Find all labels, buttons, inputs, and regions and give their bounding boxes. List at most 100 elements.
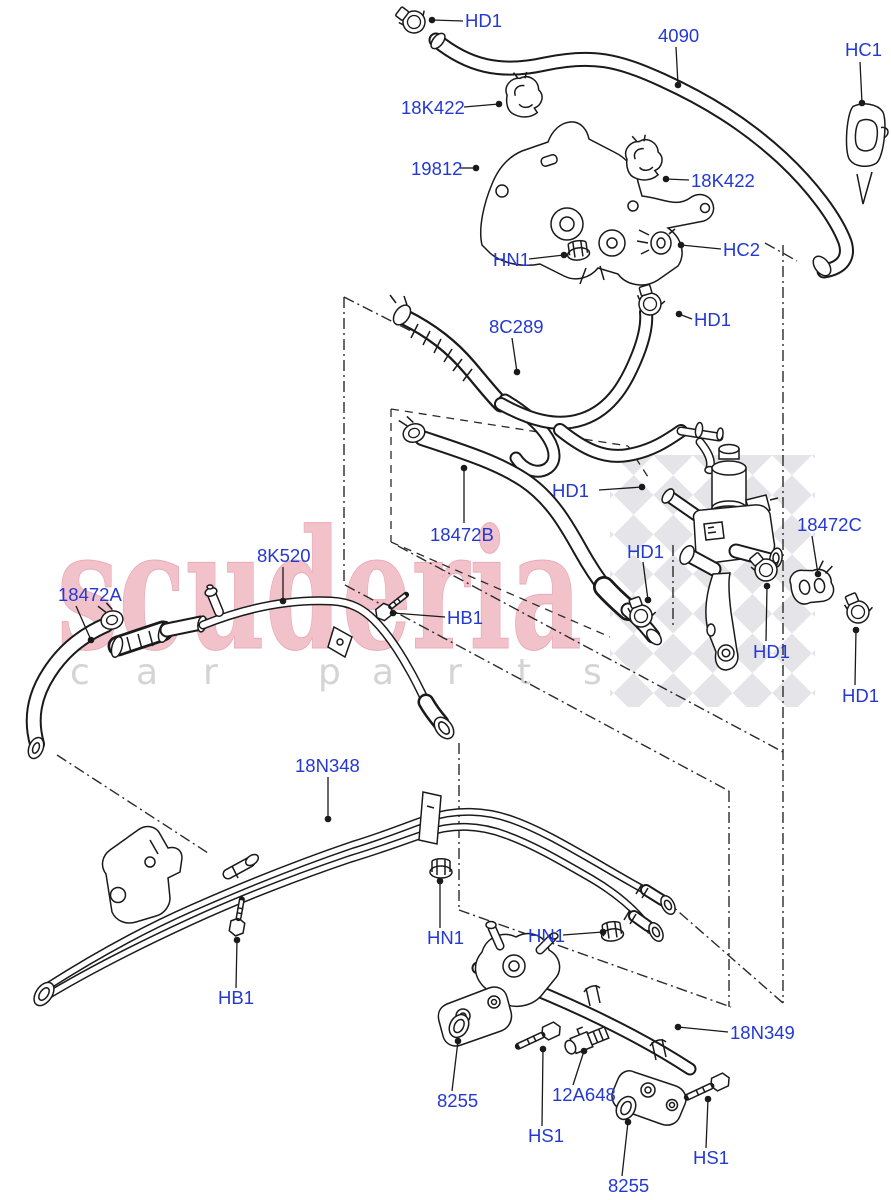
part-label: HC2 <box>723 239 760 260</box>
leader-dot <box>814 570 822 578</box>
leader-dot <box>638 483 646 491</box>
part-label: HD1 <box>842 685 879 706</box>
part-label: 18K422 <box>691 170 755 191</box>
leader-line <box>463 103 500 108</box>
pipes-18n348 <box>33 791 676 1007</box>
leader-line <box>75 605 92 641</box>
leader-dot <box>675 310 683 318</box>
leader-dot <box>674 1023 682 1031</box>
leader-dot <box>389 609 397 617</box>
leader-line <box>854 629 857 686</box>
part-label: 8255 <box>437 1090 478 1111</box>
watermark-letter: a <box>372 652 394 693</box>
leader-dot <box>763 582 771 590</box>
leader-dot <box>580 1047 588 1055</box>
part-label: 8255 <box>608 1175 649 1196</box>
clamp-hd1-8c289 <box>633 281 669 319</box>
leader-dot <box>233 936 241 944</box>
leader-dot <box>644 596 652 604</box>
bolt-hs1-left <box>515 1020 563 1052</box>
leader-dot <box>624 1118 632 1126</box>
pipe-8k520 <box>107 584 455 740</box>
watermark-letter: p <box>318 652 341 693</box>
leader-line <box>705 1098 709 1149</box>
clip-hc2 <box>636 228 676 255</box>
watermark-letter: r <box>447 652 462 693</box>
leader-dot <box>852 626 860 634</box>
leader-line <box>235 939 238 989</box>
part-label: 18472A <box>58 584 122 605</box>
artwork <box>25 0 889 1126</box>
leader-line <box>859 61 863 104</box>
nut-hn1-top <box>565 238 592 263</box>
part-label: 19812 <box>411 158 462 179</box>
leader-dot <box>599 928 607 936</box>
part-label: 18472B <box>430 524 494 545</box>
part-label: HN1 <box>528 925 565 946</box>
leader-dot <box>428 16 436 24</box>
nut-hn1-left <box>429 858 453 879</box>
leader-dot <box>324 815 332 823</box>
leader-dot <box>677 241 685 249</box>
leader-dot <box>279 597 287 605</box>
leader-line <box>451 1040 459 1092</box>
watermark-letter: s <box>583 652 602 693</box>
clamp-hd1-far-right <box>842 590 875 625</box>
leader-line <box>528 254 565 260</box>
leader-dot <box>674 81 682 89</box>
leader-line <box>680 244 722 250</box>
leader-dot <box>436 877 444 885</box>
leader-line <box>811 535 819 575</box>
part-label: HD1 <box>694 309 731 330</box>
clip-18472c <box>789 560 835 605</box>
part-label: HS1 <box>693 1147 729 1168</box>
part-label: 8K520 <box>257 545 311 566</box>
watermark-letter: t <box>517 652 531 693</box>
leader-line <box>765 585 768 642</box>
leader-line <box>675 46 679 86</box>
hose-18472a <box>25 617 114 760</box>
clip-18k422-left <box>500 67 547 122</box>
leader-dot <box>87 636 95 644</box>
leader-dot <box>858 99 866 107</box>
leader-line <box>598 486 643 491</box>
part-label: HD1 <box>552 480 589 501</box>
leader-dot <box>513 368 521 376</box>
leader-line <box>511 337 518 373</box>
leader-dot <box>460 464 468 472</box>
part-label: 18N349 <box>730 1022 795 1043</box>
hose-4090 <box>428 32 854 279</box>
sensor-12a648 <box>564 1025 610 1055</box>
hc1-arrow <box>856 171 873 205</box>
leader-line <box>642 561 649 601</box>
part-label: HB1 <box>447 607 483 628</box>
part-label: HN1 <box>427 927 464 948</box>
watermark-letter: c <box>70 652 90 693</box>
leader-line <box>677 1026 729 1033</box>
hose-18472b <box>414 430 663 646</box>
watermark-brand: scuderia <box>57 493 582 687</box>
hose-8c289 <box>389 294 724 478</box>
boundary-lines <box>56 242 798 1008</box>
leader-line <box>572 1050 585 1086</box>
leader-dot <box>662 175 670 183</box>
part-label: 18K422 <box>401 97 465 118</box>
part-label: HS1 <box>528 1125 564 1146</box>
part-label: HB1 <box>218 987 254 1008</box>
leader-line <box>431 19 464 22</box>
leader-dot <box>454 1037 462 1045</box>
watermark-letter: r <box>203 652 218 693</box>
clip-hc1 <box>845 103 889 168</box>
leader-line <box>621 1121 629 1177</box>
leader-line <box>541 1048 544 1127</box>
leader-dot <box>539 1045 547 1053</box>
part-label: HN1 <box>493 249 530 270</box>
part-label: HD1 <box>753 641 790 662</box>
part-label: HC1 <box>845 39 882 60</box>
part-label: HD1 <box>627 541 664 562</box>
leader-line <box>665 178 690 181</box>
